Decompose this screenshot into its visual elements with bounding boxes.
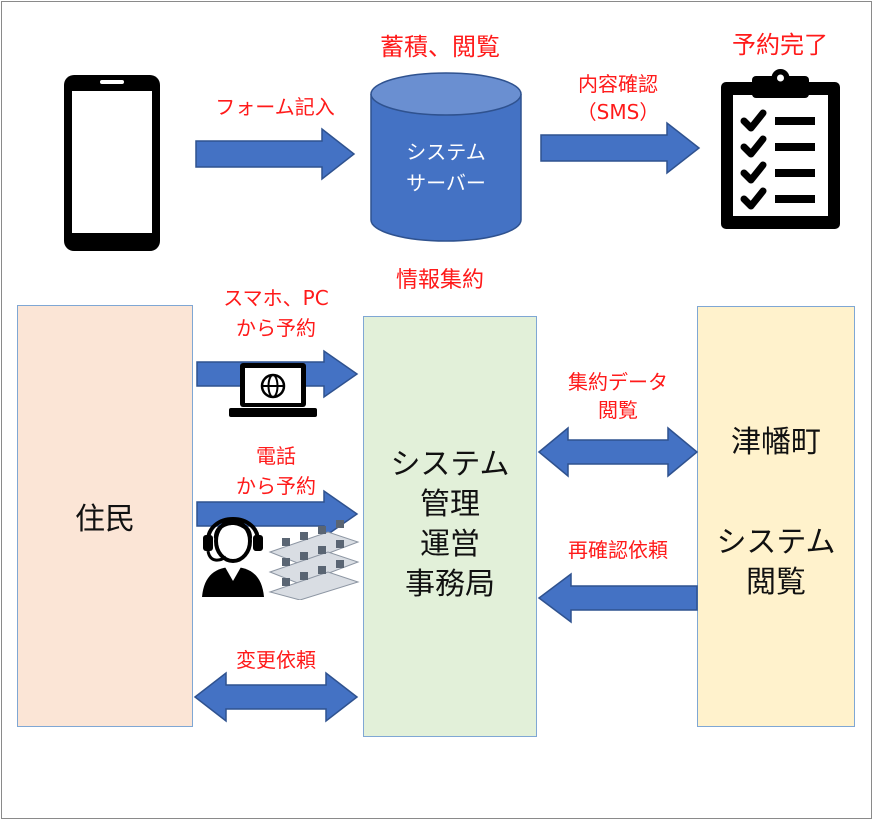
town-label-line1: 津幡町 — [731, 425, 821, 460]
reservation-complete-label: 予約完了 — [732, 31, 828, 59]
confirm-label-line2: （SMS） — [576, 100, 660, 124]
tsubata-town-box: 津幡町 システム 閲覧 — [697, 306, 855, 727]
phone-label-line1: 電話 — [256, 444, 296, 468]
form-entry-label: フォーム記入 — [215, 95, 335, 119]
smartphone-icon — [64, 75, 160, 251]
management-office-box: システム 管理 運営 事務局 — [363, 316, 537, 737]
form-arrow — [195, 127, 356, 181]
resident-box: 住民 — [17, 305, 193, 727]
town-label-line2: システム — [716, 525, 836, 560]
call-center-operator-icon — [202, 517, 264, 597]
collected-data-label-line1: 集約データ — [568, 370, 668, 394]
server-label-line2: サーバー — [406, 171, 486, 195]
resident-label: 住民 — [75, 502, 135, 537]
clipboard-checklist-icon — [721, 69, 840, 229]
collected-data-label-line2: 閲覧 — [598, 398, 638, 422]
change-request-label: 変更依頼 — [236, 648, 316, 672]
server-database-icon — [370, 72, 522, 242]
reconfirm-request-arrow — [537, 572, 698, 624]
office-label-line4: 事務局 — [405, 567, 495, 602]
server-label-line1: システム — [406, 140, 486, 164]
office-desks-illustration — [268, 520, 360, 600]
phone-label-line2: から予約 — [236, 474, 316, 498]
confirm-arrow — [540, 121, 701, 175]
town-label-line3: 閲覧 — [746, 565, 806, 600]
office-label-line1: システム — [390, 447, 510, 482]
collected-data-arrow — [537, 426, 699, 478]
laptop-globe-icon — [229, 363, 317, 417]
storage-label: 蓄積、閲覧 — [380, 33, 500, 61]
smartphone-pc-label-line1: スマホ、PC — [223, 286, 329, 310]
confirm-label-line1: 内容確認 — [578, 72, 658, 96]
smartphone-pc-label-line2: から予約 — [236, 316, 316, 340]
change-request-arrow — [193, 671, 359, 723]
office-label-line2: 管理 — [420, 487, 480, 522]
office-label-line3: 運営 — [420, 527, 480, 562]
aggregate-info-label: 情報集約 — [395, 268, 484, 293]
reconfirm-request-label: 再確認依頼 — [568, 538, 668, 562]
